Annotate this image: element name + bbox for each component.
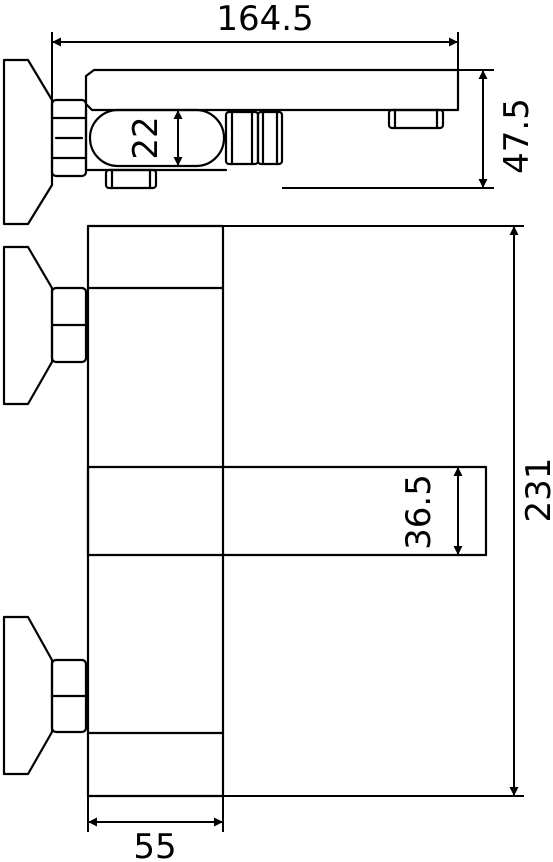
side-view: 164.5 47.5 22 bbox=[2, 0, 537, 226]
dim-label-total-length: 231 bbox=[519, 458, 553, 523]
dim-label-spout-width: 36.5 bbox=[399, 474, 439, 550]
side-bottom-outlet bbox=[104, 168, 158, 190]
plan-spout bbox=[86, 465, 488, 557]
plan-main-body bbox=[86, 224, 225, 798]
side-cartridge bbox=[224, 110, 284, 166]
plan-hex-nut-upper bbox=[50, 286, 88, 364]
dim-label-handle-diameter: 22 bbox=[126, 116, 166, 159]
plan-hex-nut-lower bbox=[50, 658, 88, 734]
plan-wall-flange-upper bbox=[2, 245, 54, 406]
dim-label-width-top: 164.5 bbox=[216, 0, 313, 39]
side-wall-flange bbox=[2, 58, 54, 226]
side-spout-body bbox=[84, 68, 460, 112]
plan-wall-flange-lower bbox=[2, 615, 54, 776]
side-handle-knob bbox=[88, 108, 226, 168]
side-hex-nut bbox=[50, 98, 88, 178]
dim-label-height-top: 47.5 bbox=[497, 98, 537, 174]
dim-label-body-depth: 55 bbox=[133, 827, 176, 862]
side-lower-body bbox=[84, 108, 228, 172]
side-aerator bbox=[387, 108, 445, 130]
plan-view: 36.5 231 55 bbox=[2, 224, 553, 862]
